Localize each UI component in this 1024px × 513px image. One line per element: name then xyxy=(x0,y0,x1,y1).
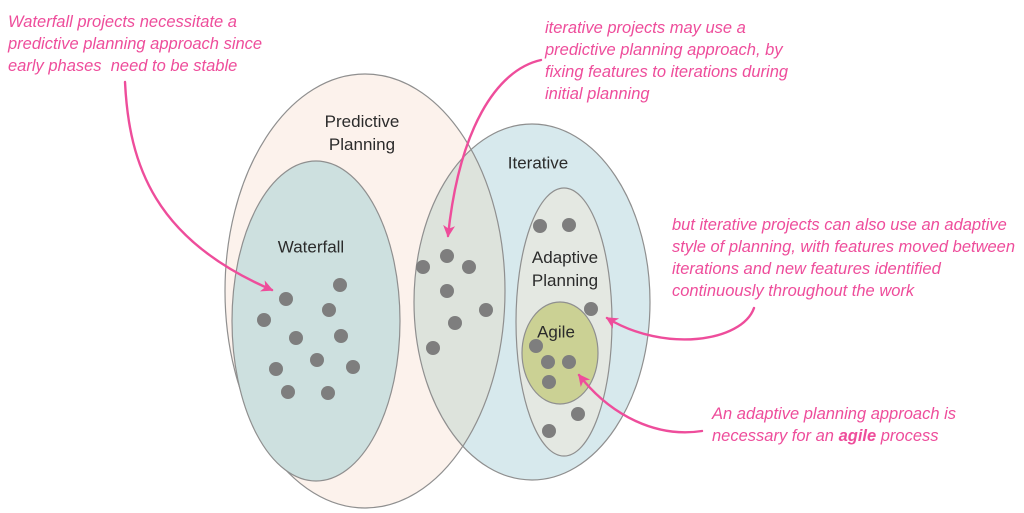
predictive-label-line1: Predictive xyxy=(324,112,400,131)
project-dot xyxy=(269,362,283,376)
project-dot xyxy=(416,260,430,274)
project-dot xyxy=(571,407,585,421)
predictive-ellipse-outline xyxy=(224,73,506,509)
project-dot xyxy=(321,386,335,400)
project-dot xyxy=(542,375,556,389)
iterative-label: Iterative xyxy=(507,153,569,173)
predictive-planning-label: Predictive Planning xyxy=(325,110,400,156)
project-dot xyxy=(533,219,547,233)
adaptive-note-line4: continuously throughout the work xyxy=(672,282,915,300)
agile-note-line2-bold: agile xyxy=(838,427,877,445)
project-dot xyxy=(448,316,462,330)
project-dot xyxy=(479,303,493,317)
adaptive-label-line2: Planning xyxy=(531,271,599,290)
project-dot xyxy=(257,313,271,327)
dot-group-agile xyxy=(529,339,576,389)
agile-note-line2-post: process xyxy=(876,427,939,445)
adaptive-note-line1: but iterative projects can also use an a… xyxy=(672,216,1007,234)
project-dot xyxy=(322,303,336,317)
predictive-iterative-overlap-region xyxy=(414,124,505,480)
project-dot xyxy=(440,284,454,298)
iterative-note-line2: predictive planning approach, by xyxy=(545,41,783,59)
iterative-note: iterative projects may use a predictive … xyxy=(545,17,788,105)
project-dot xyxy=(562,355,576,369)
adaptive-note-line3: iterations and new features identified xyxy=(672,260,941,278)
project-dot xyxy=(289,331,303,345)
waterfall-note-arrow xyxy=(123,80,274,292)
project-dot xyxy=(333,278,347,292)
adaptive-label-line1: Adaptive xyxy=(531,248,599,267)
predictive-label-line2: Planning xyxy=(328,135,396,154)
agile-note: An adaptive planning approach is necessa… xyxy=(712,403,956,447)
agile-label: Agile xyxy=(537,322,575,342)
waterfall-note: Waterfall projects necessitate a predict… xyxy=(8,11,262,77)
waterfall-note-line2: predictive planning approach since xyxy=(8,35,263,53)
iterative-ellipse-outline xyxy=(413,123,651,481)
project-dot xyxy=(584,302,598,316)
iterative-note-line3: fixing features to iterations during xyxy=(545,63,789,81)
iterative-note-arrow xyxy=(443,58,543,238)
project-dot xyxy=(334,329,348,343)
dot-group-adaptive xyxy=(533,218,598,438)
project-dot xyxy=(281,385,295,399)
project-dot xyxy=(426,341,440,355)
project-dot xyxy=(541,355,555,369)
project-dot xyxy=(279,292,293,306)
project-dot xyxy=(346,360,360,374)
agile-ellipse xyxy=(521,301,599,405)
project-dot xyxy=(462,260,476,274)
project-dot xyxy=(542,424,556,438)
waterfall-ellipse xyxy=(231,160,401,482)
dot-group-predictive-iterative-overlap xyxy=(416,249,493,355)
project-dot xyxy=(562,218,576,232)
agile-note-line1: An adaptive planning approach is xyxy=(712,405,957,423)
adaptive-note: but iterative projects can also use an a… xyxy=(672,214,1015,302)
iterative-note-line1: iterative projects may use a xyxy=(545,19,746,37)
project-dot xyxy=(529,339,543,353)
project-dot xyxy=(310,353,324,367)
waterfall-note-line1: Waterfall projects necessitate a xyxy=(8,13,237,31)
waterfall-label: Waterfall xyxy=(277,237,345,257)
dot-group-waterfall xyxy=(257,278,360,400)
adaptive-note-arrow xyxy=(605,306,756,341)
waterfall-note-line3: early phases need to be stable xyxy=(8,57,238,75)
agile-note-line2: necessary for an agile process xyxy=(712,425,956,447)
agile-note-arrow xyxy=(577,373,704,434)
project-dot xyxy=(440,249,454,263)
agile-note-line2-pre: necessary for an xyxy=(712,427,839,445)
iterative-note-line4: initial planning xyxy=(545,85,650,103)
adaptive-planning-label: Adaptive Planning xyxy=(532,246,598,292)
adaptive-note-line2: style of planning, with features moved b… xyxy=(672,238,1016,256)
